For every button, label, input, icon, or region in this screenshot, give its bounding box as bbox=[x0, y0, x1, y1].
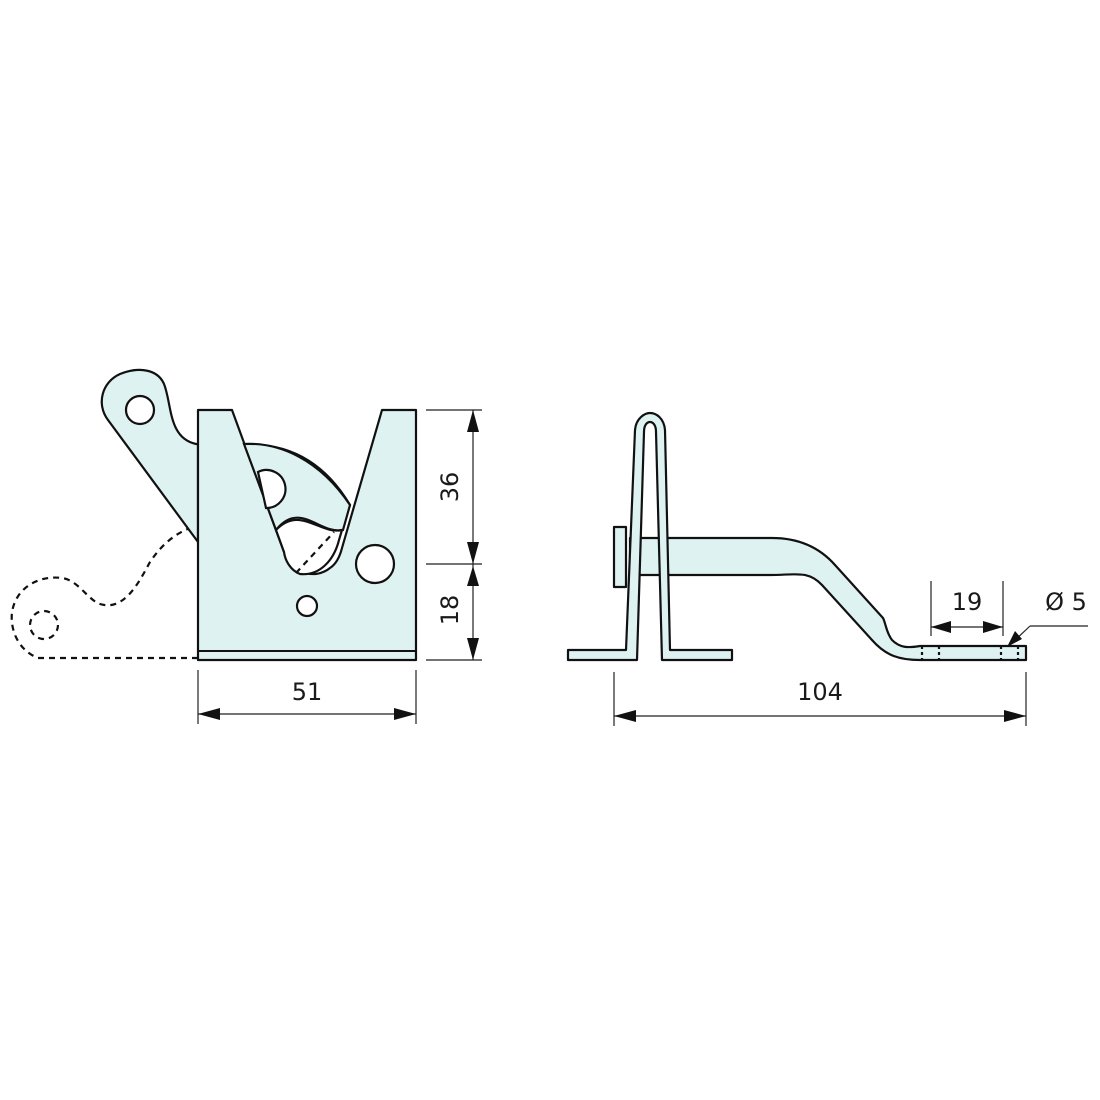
latch-bar bbox=[628, 536, 1028, 662]
lever-open-position-hidden bbox=[10, 526, 198, 660]
main-plate bbox=[196, 408, 418, 662]
front-view: 36 18 51 bbox=[10, 368, 482, 724]
staple-bracket bbox=[566, 411, 734, 662]
hook-hole bbox=[256, 468, 287, 510]
dim-hole-spacing: 19 bbox=[952, 588, 983, 616]
mounting-hole-large bbox=[354, 543, 396, 585]
dim-lower-height: 18 bbox=[436, 595, 464, 626]
lever-pivot-hole bbox=[124, 394, 156, 426]
dimension-36: 36 bbox=[426, 409, 482, 565]
dimension-51: 51 bbox=[197, 670, 417, 724]
dimension-19: 19 bbox=[930, 581, 1004, 636]
dim-upper-height: 36 bbox=[436, 472, 464, 503]
bar-head-washer bbox=[612, 525, 628, 589]
lever-arm bbox=[100, 368, 200, 544]
dim-width: 51 bbox=[292, 678, 323, 706]
dim-hole-diameter: Ø 5 bbox=[1045, 588, 1087, 616]
side-view: 19 Ø 5 104 bbox=[566, 411, 1088, 726]
dimension-diameter-5: Ø 5 bbox=[1007, 588, 1088, 647]
dimension-18: 18 bbox=[426, 564, 482, 661]
dimension-104: 104 bbox=[613, 672, 1027, 726]
dim-total-length: 104 bbox=[797, 678, 843, 706]
mounting-hole-small bbox=[295, 594, 319, 618]
